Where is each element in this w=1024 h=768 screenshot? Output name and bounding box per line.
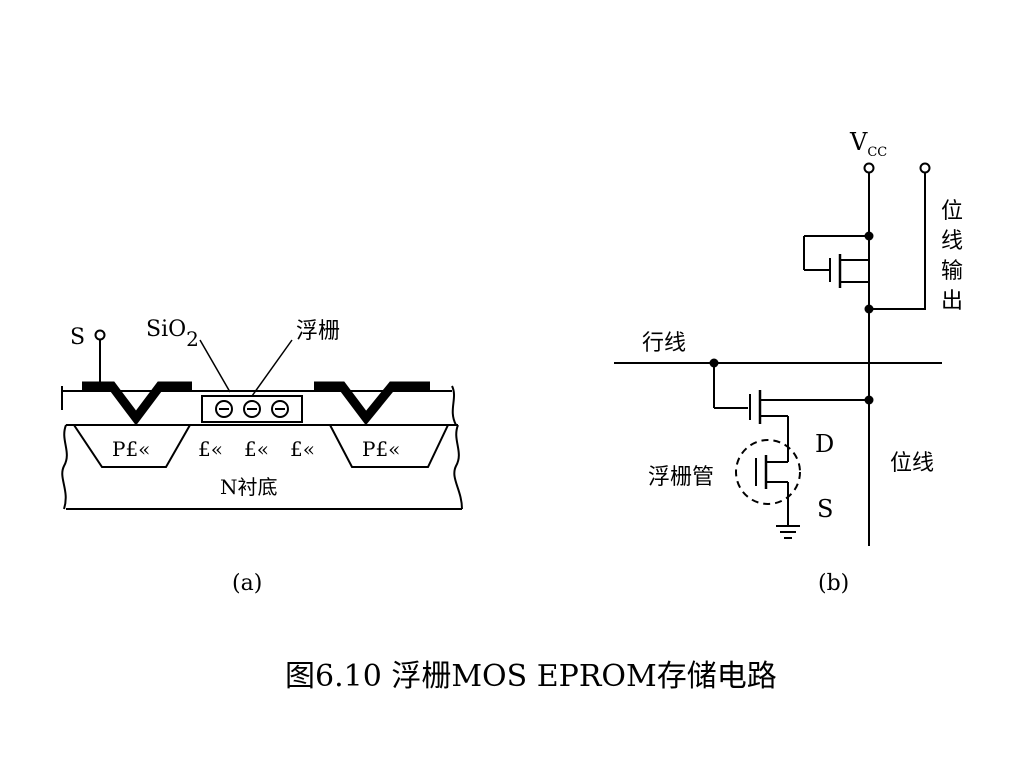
word-line-label: 行线 bbox=[642, 331, 686, 356]
electron-icon bbox=[271, 400, 289, 418]
drain-label: D bbox=[815, 430, 834, 458]
p-region-right-label: P£« bbox=[362, 437, 400, 461]
substrate-outline bbox=[61, 424, 463, 510]
junction-dot bbox=[864, 231, 874, 241]
load-transistor bbox=[803, 235, 869, 288]
bit-line-label: 位线 bbox=[890, 451, 934, 476]
bit-output-wire bbox=[869, 173, 926, 310]
charge-mark: £« bbox=[290, 437, 315, 461]
floating-transistor-label: 浮栅管 bbox=[648, 465, 714, 490]
p-region-left-label: P£« bbox=[112, 437, 150, 461]
bit-output-label-char: 位 bbox=[941, 199, 963, 224]
panel-b-label: (b) bbox=[818, 571, 849, 596]
bit-output-terminal-node bbox=[919, 162, 931, 174]
panel-a-label: (a) bbox=[232, 571, 262, 596]
floating-gate-label: 浮栅 bbox=[296, 319, 340, 344]
floating-gate-leader-line bbox=[251, 339, 293, 397]
vcc-terminal-node bbox=[863, 162, 875, 174]
p-region-right bbox=[328, 424, 450, 468]
panel-b-circuit: VCC 位 线 输 出 行线 bbox=[614, 128, 963, 596]
substrate-label: N衬底 bbox=[220, 475, 278, 499]
junction-dot bbox=[864, 395, 874, 405]
charge-mark: £« bbox=[198, 437, 223, 461]
charge-mark: £« bbox=[244, 437, 269, 461]
sio2-leader-line bbox=[199, 339, 231, 393]
source-label-a: S bbox=[70, 325, 85, 350]
figure-caption: 图6.10 浮栅MOS EPROM存储电路 bbox=[285, 659, 777, 694]
sio2-label: SiO2 bbox=[146, 317, 199, 351]
source-metal-contact bbox=[82, 381, 192, 426]
panel-a-cross-section: S SiO2 浮栅 P£« P£« £« £« £« N衬底 (a) bbox=[61, 317, 463, 596]
drain-metal-contact bbox=[314, 381, 430, 426]
bit-output-label-char: 线 bbox=[941, 229, 963, 254]
ground-icon bbox=[776, 525, 800, 539]
bit-output-label-char: 输 bbox=[941, 259, 963, 284]
electron-icon bbox=[243, 400, 261, 418]
source-terminal-node bbox=[94, 329, 106, 341]
vcc-label: VCC bbox=[849, 128, 887, 160]
floating-gate-dashed-outline bbox=[735, 439, 801, 505]
p-region-left bbox=[72, 424, 192, 468]
electron-icon bbox=[215, 400, 233, 418]
bit-output-label-char: 出 bbox=[941, 289, 963, 314]
floating-gate-transistor bbox=[713, 363, 869, 526]
source-label-b: S bbox=[817, 495, 833, 523]
